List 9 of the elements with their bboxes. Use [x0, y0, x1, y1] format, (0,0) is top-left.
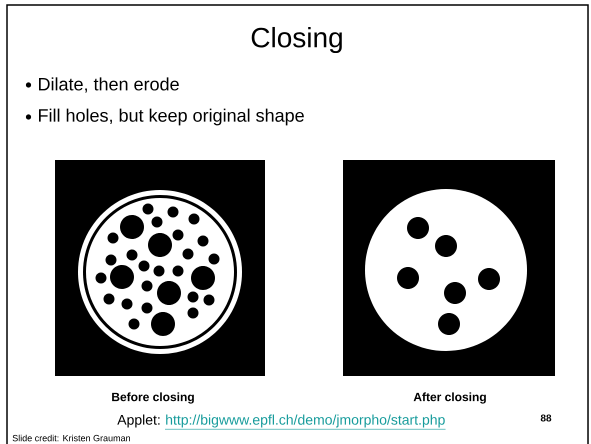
- image-caption: After closing: [414, 392, 486, 404]
- slide-title: Closing: [252, 26, 342, 54]
- page-number: 88: [540, 414, 552, 422]
- bullet-item: Fill holes, but keep original shape: [26, 108, 304, 126]
- image-caption: Before closing: [112, 392, 194, 404]
- applet-label: Applet:: [117, 414, 160, 428]
- link: http://bigwww.epfl.ch/demo/jmorpho/start.php: [164, 414, 446, 430]
- bullet-item: Dilate, then erode: [26, 77, 179, 93]
- credit-note: Slide credit: Kristen Grauman: [12, 434, 130, 442]
